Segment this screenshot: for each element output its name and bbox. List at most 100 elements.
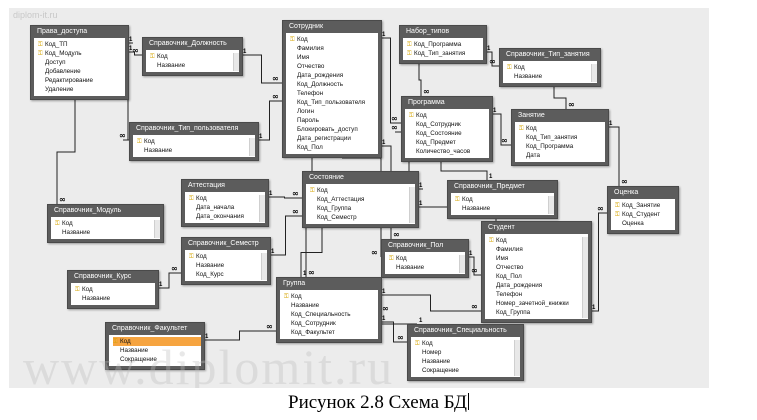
table-field[interactable]: Количество_часов: [409, 147, 489, 156]
primary-key-field[interactable]: ⚿Код_Модуль: [38, 49, 125, 58]
table-field[interactable]: Дата_рождения: [290, 71, 378, 80]
scrollbar[interactable]: [548, 196, 554, 214]
primary-key-field[interactable]: ⚿Код: [415, 339, 520, 348]
primary-key-field[interactable]: ⚿Код: [507, 63, 597, 72]
primary-key-field[interactable]: ⚿Код: [150, 52, 239, 61]
primary-key-field[interactable]: ⚿Код: [75, 285, 155, 294]
primary-key-field[interactable]: ⚿Код: [519, 124, 605, 133]
table-field[interactable]: Доступ: [38, 58, 125, 67]
scrollbar[interactable]: [582, 237, 588, 318]
table-field[interactable]: Код_Предмет: [409, 138, 489, 147]
scrollbar[interactable]: [233, 53, 239, 71]
primary-key-field[interactable]: ⚿Код_Программа: [407, 40, 483, 49]
table-field[interactable]: Код_Факультет: [284, 328, 378, 337]
table-field[interactable]: Код_Пол: [489, 272, 588, 281]
table-field[interactable]: Дата_окончания: [189, 212, 265, 221]
table-field[interactable]: Логин: [290, 107, 378, 116]
scrollbar[interactable]: [459, 255, 465, 273]
scrollbar[interactable]: [514, 340, 520, 376]
table-field[interactable]: Название: [389, 263, 465, 272]
table-field[interactable]: Код_Программа: [519, 142, 605, 151]
table-field[interactable]: Сокращение: [415, 366, 520, 375]
table-field[interactable]: Фамилия: [489, 245, 588, 254]
table-field[interactable]: Дата: [519, 151, 605, 160]
table-field[interactable]: Редактирование: [38, 76, 125, 85]
table-field[interactable]: Название: [75, 294, 155, 303]
table-field[interactable]: Телефон: [489, 290, 588, 299]
table-field[interactable]: Название: [415, 357, 520, 366]
table-field[interactable]: Дата_регистрации: [290, 134, 378, 143]
primary-key-field[interactable]: ⚿Код_ТП: [38, 40, 125, 49]
scrollbar[interactable]: [154, 220, 160, 238]
scrollbar[interactable]: [409, 187, 415, 223]
primary-key-field[interactable]: ⚿Код: [489, 236, 588, 245]
table-field[interactable]: Название: [55, 228, 160, 237]
table-field[interactable]: Код_Специальность: [284, 310, 378, 319]
table-field[interactable]: Код_Сотрудник: [284, 319, 378, 328]
table-field[interactable]: Оценка: [615, 219, 675, 228]
table-field[interactable]: Название: [150, 61, 239, 70]
primary-key-field[interactable]: ⚿Код: [389, 254, 465, 263]
table-field[interactable]: Фамилия: [290, 44, 378, 53]
table-field[interactable]: Код_Состояние: [409, 129, 489, 138]
table-field[interactable]: Код_Семестр: [310, 213, 415, 222]
primary-key-field[interactable]: ⚿Код_Студент: [615, 210, 675, 219]
table-field[interactable]: Дата_рождения: [489, 281, 588, 290]
table-nabor_tipov[interactable]: Набор_типов⚿Код_Программа⚿Код_Тип_заняти…: [399, 25, 487, 64]
table-field[interactable]: Сокращение: [113, 355, 201, 364]
primary-key-field[interactable]: ⚿Код: [189, 194, 265, 203]
table-field[interactable]: Имя: [489, 254, 588, 263]
primary-key-field[interactable]: ⚿Код: [189, 252, 267, 261]
primary-key-field[interactable]: ⚿Код_Тип_занятия: [407, 49, 483, 58]
primary-key-field[interactable]: ⚿Код: [290, 35, 378, 44]
table-field[interactable]: Название: [455, 204, 554, 213]
primary-key-field[interactable]: ⚿Код: [113, 337, 201, 346]
table-field[interactable]: Отчество: [489, 263, 588, 272]
table-field[interactable]: Код_Аттестация: [310, 195, 415, 204]
table-field[interactable]: Номер_зачетной_книжки: [489, 299, 588, 308]
table-field[interactable]: Код_Тип_занятия: [519, 133, 605, 142]
table-field[interactable]: Код_Группа: [489, 308, 588, 317]
table-field[interactable]: Код_Группа: [310, 204, 415, 213]
primary-key-field[interactable]: ⚿Код_Занятие: [615, 201, 675, 210]
scrollbar[interactable]: [261, 253, 267, 280]
primary-key-field[interactable]: ⚿Код: [55, 219, 160, 228]
table-field[interactable]: Название: [113, 346, 201, 355]
table-field[interactable]: Добавление: [38, 67, 125, 76]
table-field[interactable]: Код_Пол: [290, 143, 378, 152]
scrollbar[interactable]: [249, 138, 255, 156]
table-field[interactable]: Код_Сотрудник: [409, 120, 489, 129]
table-field[interactable]: Номер: [415, 348, 520, 357]
primary-key-field[interactable]: ⚿Код: [284, 292, 378, 301]
scrollbar[interactable]: [591, 64, 597, 82]
primary-key-field[interactable]: ⚿Код: [455, 195, 554, 204]
table-field[interactable]: Название: [189, 261, 267, 270]
table-field[interactable]: Название: [137, 146, 255, 155]
primary-key-field[interactable]: ⚿Код: [137, 137, 255, 146]
table-field[interactable]: Код_Курс: [189, 270, 267, 279]
primary-key-field[interactable]: ⚿Код: [310, 186, 415, 195]
table-field[interactable]: Название: [507, 72, 597, 81]
table-field[interactable]: Дата_начала: [189, 203, 265, 212]
table-field[interactable]: Отчество: [290, 62, 378, 71]
table-field[interactable]: Пароль: [290, 116, 378, 125]
table-field[interactable]: Удаление: [38, 85, 125, 94]
